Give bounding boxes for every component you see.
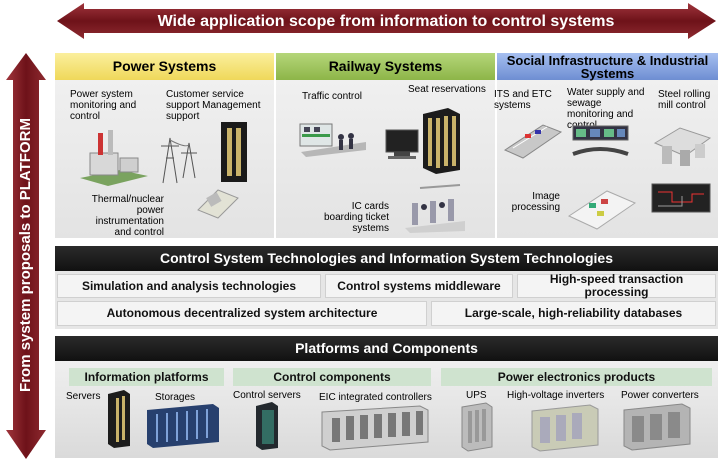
info-platforms-header: Information platforms	[69, 368, 224, 386]
eic-controllers-label: EIC integrated controllers	[319, 392, 432, 403]
traffic-control-label: Traffic control	[302, 91, 363, 102]
factory-icon	[80, 130, 148, 186]
its-etc-label: ITS and ETC systems	[494, 89, 552, 111]
control-room-icon	[572, 125, 629, 156]
side-platform-arrow	[6, 53, 46, 459]
control-server-icon	[256, 402, 278, 450]
seat-reservations-label: Seat reservations	[408, 84, 486, 95]
tech-item-databases: Large-scale, high-reliability databases	[431, 301, 716, 326]
tech-item-middleware: Control systems middleware	[325, 274, 513, 298]
power-converter-icon	[623, 403, 691, 451]
seat-server-icon	[423, 108, 460, 174]
pylon-icon	[161, 137, 197, 184]
tech-item-simulation: Simulation and analysis technologies	[57, 274, 321, 298]
storages-label: Storages	[155, 392, 196, 403]
hv-inverter-icon	[531, 404, 599, 452]
monitor-panel-icon	[651, 183, 711, 213]
steel-rolling-label: Steel rolling mill control	[658, 89, 711, 111]
eic-controller-icon	[321, 405, 429, 451]
computer-icon	[385, 129, 419, 159]
image-processing-icon	[567, 190, 637, 230]
power-monitoring-label: Power system monitoring and control	[70, 89, 137, 122]
top-scope-arrow	[57, 3, 716, 39]
image-processing-label: Image processing	[511, 191, 560, 213]
customer-service-label: Customer service support Management supp…	[166, 89, 261, 122]
thermal-nuclear-label: Thermal/nuclear power instrumentation an…	[91, 194, 164, 238]
railway-systems-header: Railway Systems	[276, 53, 495, 80]
ic-cards-label: IC cards boarding ticket systems	[323, 201, 389, 234]
tech-item-transaction: High-speed transaction processing	[517, 273, 716, 299]
tech-section-title: Control System Technologies and Informat…	[55, 246, 718, 271]
mill-icon	[653, 127, 712, 166]
control-components-header: Control components	[233, 368, 431, 386]
power-systems-header: Power Systems	[55, 53, 274, 80]
server-rack-icon	[221, 122, 247, 182]
tech-item-autonomous: Autonomous decentralized system architec…	[57, 301, 427, 326]
top-arrow-label: Wide application scope from information …	[157, 13, 615, 30]
ups-icon	[461, 402, 493, 452]
storage-icon	[147, 404, 219, 448]
power-converters-label: Power converters	[621, 390, 699, 401]
server-tower-icon	[108, 390, 130, 448]
control-servers-label: Control servers	[233, 390, 301, 401]
side-arrow-label: From system proposals to PLATFORM	[17, 118, 34, 392]
ups-label: UPS	[466, 390, 487, 401]
gate-icon	[405, 184, 465, 233]
highway-icon	[503, 124, 563, 159]
social-infra-header: Social Infrastructure & Industrial Syste…	[497, 53, 718, 80]
power-electronics-header: Power electronics products	[441, 368, 712, 386]
hv-inverters-label: High-voltage inverters	[507, 390, 605, 401]
servers-label: Servers	[66, 391, 101, 402]
train-icon	[299, 123, 366, 157]
platform-section-title: Platforms and Components	[55, 336, 718, 361]
meter-icon	[197, 189, 239, 219]
